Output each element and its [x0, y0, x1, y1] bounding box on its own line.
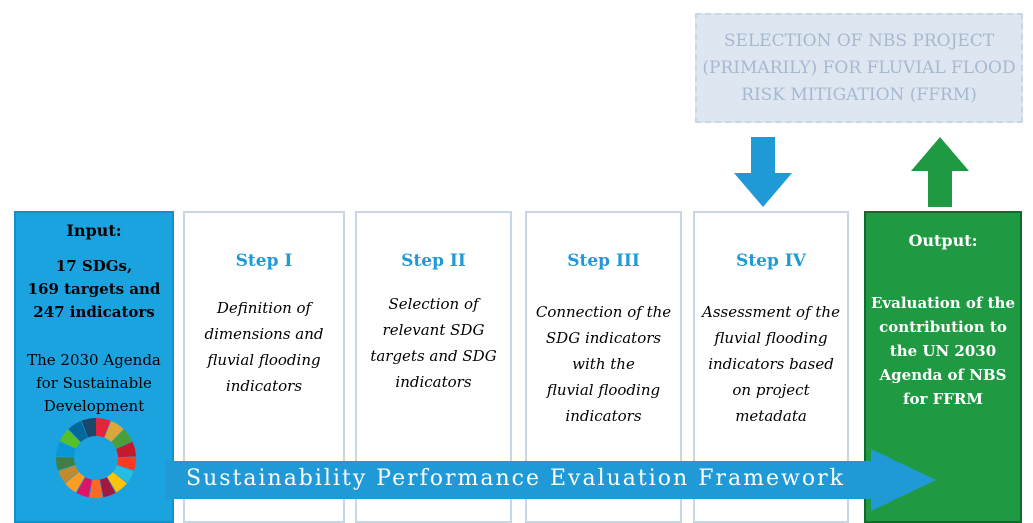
up-arrow-icon [911, 137, 969, 207]
step-ii-title: Step II [401, 251, 466, 271]
input-column: Input: 17 SDGs, 169 targets and 247 indi… [14, 211, 174, 523]
framework-arrow-icon [166, 449, 936, 511]
input-title: Input: [66, 221, 122, 240]
step-iii-line: with the [572, 355, 635, 373]
input-sdg-counts: 17 SDGs, 169 targets and 247 indicators [16, 255, 172, 324]
down-arrow-icon [734, 137, 792, 207]
nbs-project-selection-box: SELECTION OF NBS PROJECT (PRIMARILY) FOR… [695, 13, 1023, 123]
framework-label: Sustainability Performance Evaluation Fr… [186, 466, 845, 491]
input-agenda-note: The 2030 Agenda for Sustainable Developm… [16, 349, 172, 418]
output-line: the UN 2030 [889, 342, 997, 360]
step-ii-line: indicators [395, 373, 472, 391]
step-ii-description: Selection of relevant SDG targets and SD… [361, 291, 506, 395]
input-note-line: for Sustainable [36, 374, 152, 392]
step-iv-line: metadata [735, 407, 807, 425]
output-line: Evaluation of the [870, 294, 1015, 312]
step-iv-line: indicators based [708, 355, 834, 373]
step-i-line: dimensions and [204, 325, 324, 343]
step-i-description: Definition of dimensions and fluvial flo… [189, 295, 339, 399]
input-note-line: The 2030 Agenda [27, 351, 161, 369]
step-iii-line: Connection of the [535, 303, 672, 321]
step-iv-title: Step IV [736, 251, 806, 271]
step-iv-description: Assessment of the fluvial flooding indic… [699, 299, 843, 429]
sdg-wheel-icon [55, 418, 137, 499]
step-ii-line: targets and SDG [370, 347, 497, 365]
step-iii-line: indicators [565, 407, 642, 425]
output-column: Output: Evaluation of the contribution t… [864, 211, 1022, 523]
step-ii-line: relevant SDG [382, 321, 485, 339]
input-note-line: Development [43, 397, 145, 415]
step-ii-line: Selection of [388, 295, 479, 313]
step-iii-title: Step III [567, 251, 640, 271]
step-iv-line: Assessment of the [702, 303, 840, 321]
step-iii-line: SDG indicators [545, 329, 662, 347]
output-line: contribution to [879, 318, 1007, 336]
step-i-line: fluvial flooding [207, 351, 321, 369]
step-i-line: Definition of [216, 299, 312, 317]
output-line: for FFRM [903, 390, 983, 408]
input-strong-line: 247 indicators [33, 303, 155, 321]
step-i-line: indicators [225, 377, 303, 395]
step-iv-line: on project [732, 381, 810, 399]
step-iii-description: Connection of the SDG indicators with th… [531, 299, 676, 429]
output-description: Evaluation of the contribution to the UN… [870, 291, 1016, 411]
step-iv-line: fluvial flooding [714, 329, 828, 347]
output-line: Agenda of NBS [879, 366, 1007, 384]
output-title: Output: [908, 231, 978, 250]
input-strong-line: 169 targets and [27, 280, 161, 298]
nbs-project-selection-text: SELECTION OF NBS PROJECT (PRIMARILY) FOR… [702, 30, 1016, 105]
input-strong-line: 17 SDGs, [55, 257, 133, 275]
step-iii-line: fluvial flooding [546, 381, 661, 399]
step-i-title: Step I [235, 251, 293, 271]
